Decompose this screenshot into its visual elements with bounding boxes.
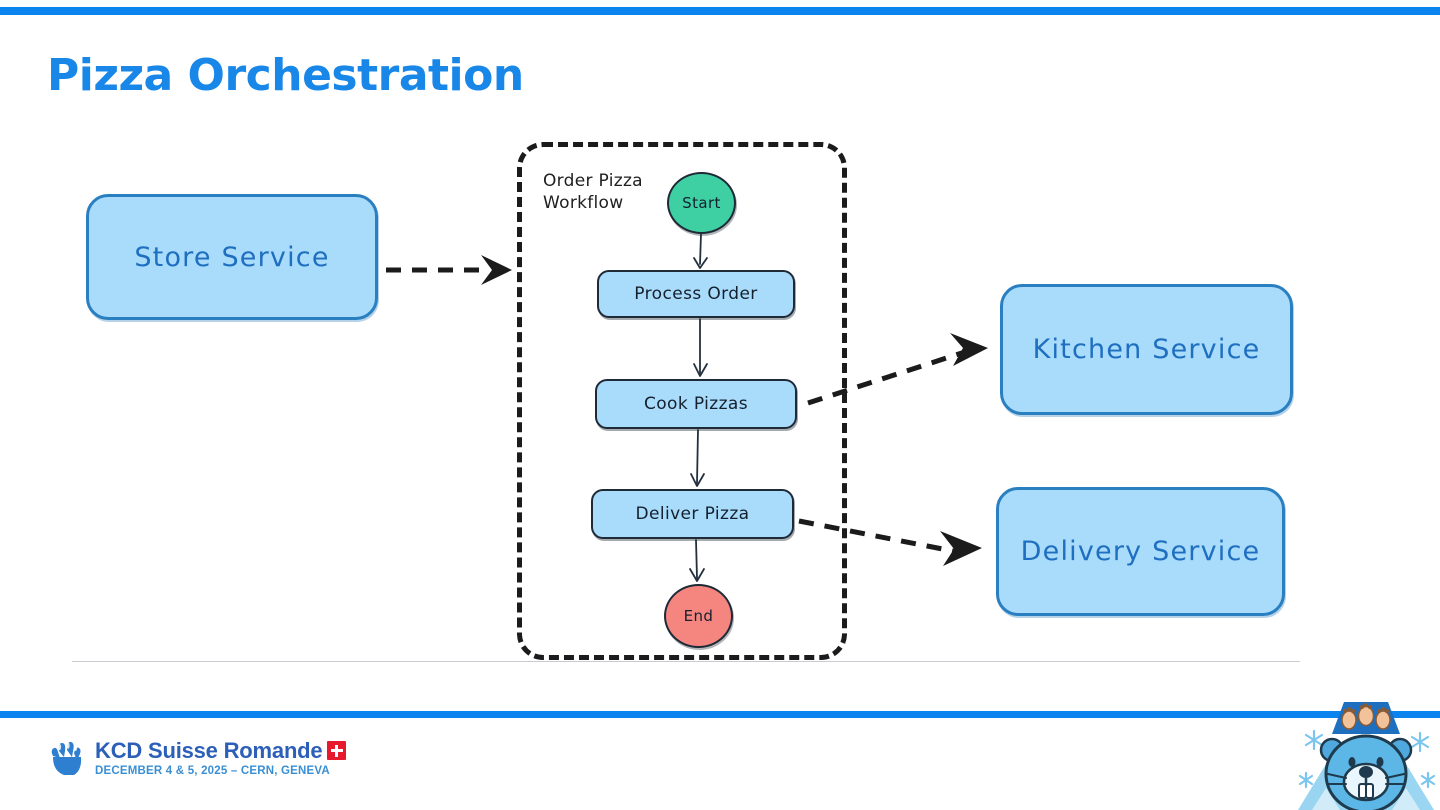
kcd-hands-icon (51, 741, 82, 775)
task-label-cook-pizzas: Cook Pizzas (643, 394, 749, 414)
service-box-store[interactable]: Store Service (86, 194, 378, 320)
swiss-flag-icon (327, 741, 347, 760)
workflow-task-cook-pizzas[interactable]: Cook Pizzas (595, 379, 797, 429)
service-box-kitchen[interactable]: Kitchen Service (1000, 284, 1293, 415)
bottom-accent-bar (0, 711, 1440, 718)
task-label-process-order: Process Order (634, 284, 758, 304)
service-label-kitchen: Kitchen Service (1032, 334, 1261, 365)
logo-event-details: DECEMBER 4 & 5, 2025 – CERN, GENEVA (95, 764, 330, 777)
workflow-task-process-order[interactable]: Process Order (597, 270, 795, 318)
service-label-store: Store Service (134, 241, 330, 273)
workflow-end-node[interactable]: End (664, 584, 733, 648)
workflow-task-deliver-pizza[interactable]: Deliver Pizza (591, 489, 794, 539)
logo-brand-text: KCD Suisse Romande (95, 737, 323, 763)
logo-text-block: KCD Suisse Romande DECEMBER 4 & 5, 2025 … (95, 737, 347, 778)
top-accent-bar (0, 7, 1440, 15)
service-label-delivery: Delivery Service (1020, 536, 1261, 567)
event-logo: KCD Suisse Romande DECEMBER 4 & 5, 2025 … (47, 737, 347, 778)
service-box-delivery[interactable]: Delivery Service (996, 487, 1285, 616)
task-label-deliver-pizza: Deliver Pizza (635, 504, 750, 524)
logo-brand-line: KCD Suisse Romande (95, 737, 347, 763)
start-node-label: Start (682, 194, 721, 212)
arrowhead-delivery (940, 531, 982, 566)
marmot-mascot-icon (1292, 694, 1440, 810)
end-node-label: End (683, 607, 714, 625)
page-title: Pizza Orchestration (47, 50, 524, 101)
workflow-title: Order Pizza Workflow (543, 171, 643, 213)
arrowhead-store (481, 255, 512, 285)
arrowhead-kitchen (950, 333, 988, 366)
footer-divider (72, 661, 1300, 662)
workflow-start-node[interactable]: Start (667, 172, 736, 234)
